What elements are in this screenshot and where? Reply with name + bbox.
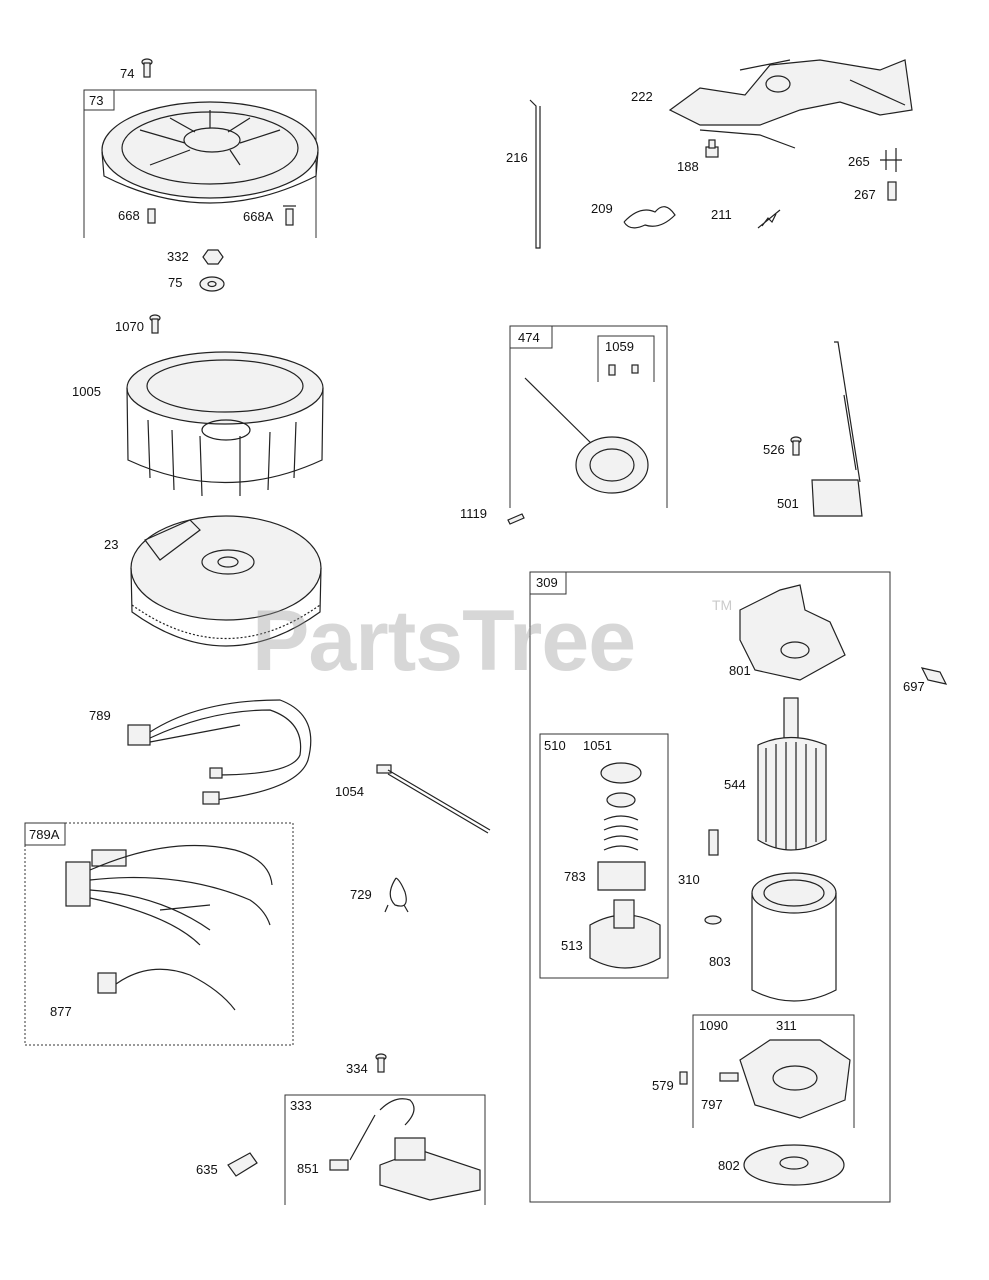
label-803: 803 (709, 954, 731, 969)
box-510 (539, 733, 669, 979)
label-211: 211 (711, 207, 732, 222)
box-333 (284, 1094, 486, 1205)
bracket-501-drawing (811, 341, 863, 517)
screws-1059-drawing (608, 364, 639, 376)
brush-holder-1090-drawing (679, 1039, 851, 1119)
cap-635-drawing (227, 1152, 258, 1177)
label-802: 802 (718, 1158, 740, 1173)
label-1054: 1054 (335, 784, 364, 799)
pin-668A-drawing (283, 205, 296, 226)
label-544: 544 (724, 777, 746, 792)
bolt-697-drawing (920, 667, 948, 685)
plate-802-drawing (743, 1144, 845, 1186)
label-222: 222 (631, 89, 653, 104)
box-73 (83, 89, 317, 238)
nut-332-drawing (202, 249, 224, 265)
label-1005: 1005 (72, 384, 101, 399)
label-267: 267 (854, 187, 876, 202)
spring-209-drawing (623, 206, 676, 229)
label-789A: 789A (29, 827, 60, 842)
label-501: 501 (777, 496, 799, 511)
sleeve-510-drawing (589, 762, 661, 969)
label-334: 334 (346, 1061, 368, 1076)
label-1090: 1090 (699, 1018, 728, 1033)
box-309-tag (529, 571, 567, 595)
label-333: 333 (290, 1098, 312, 1113)
box-474-tag (509, 325, 553, 349)
label-75: 75 (168, 275, 183, 290)
flywheel-23-drawing (130, 515, 322, 647)
box-789A-tag (24, 822, 66, 846)
bolt-526-drawing (790, 436, 802, 456)
label-216: 216 (506, 150, 528, 165)
label-697: 697 (903, 679, 925, 694)
label-877: 877 (50, 1004, 72, 1019)
label-789: 789 (89, 708, 111, 723)
label-635: 635 (196, 1162, 218, 1177)
sensor-474-drawing (524, 377, 649, 494)
watermark: PartsTree (252, 593, 636, 689)
bracket-222-drawing (668, 59, 913, 149)
screw-267-drawing (887, 181, 897, 201)
housing-803-drawing (751, 872, 837, 1002)
fan-cover-73-drawing (101, 101, 319, 204)
label-1119: 1119 (460, 506, 487, 521)
bolt-334-drawing (375, 1053, 387, 1073)
harness-789-drawing (127, 699, 312, 805)
box-73-tag (83, 89, 115, 111)
label-332: 332 (167, 249, 189, 264)
armature-544-drawing (757, 697, 827, 851)
label-474: 474 (518, 330, 540, 345)
tie-1054-drawing (376, 764, 491, 834)
label-310: 310 (678, 872, 700, 887)
label-801: 801 (729, 663, 751, 678)
pin-310-drawing (704, 829, 722, 925)
label-1070: 1070 (115, 319, 144, 334)
label-526: 526 (763, 442, 785, 457)
fan-1005-drawing (126, 351, 324, 497)
link-265-drawing (880, 148, 902, 172)
box-1090 (692, 1014, 855, 1128)
bolt-74-drawing (141, 58, 153, 78)
coil-333-drawing (349, 1098, 481, 1201)
pin-668-drawing (147, 208, 156, 224)
screw-1119-drawing (507, 513, 525, 525)
label-23: 23 (104, 537, 119, 552)
plug-851-drawing (329, 1159, 349, 1171)
box-789A (24, 822, 294, 1046)
label-1051: 1051 (583, 738, 612, 753)
label-513: 513 (561, 938, 583, 953)
label-668A: 668A (243, 209, 274, 224)
label-188: 188 (677, 159, 699, 174)
label-797: 797 (701, 1097, 723, 1112)
harness-789A-drawing (65, 844, 273, 1011)
rod-216-drawing (529, 99, 541, 249)
label-729: 729 (350, 887, 372, 902)
label-73: 73 (89, 93, 104, 108)
trademark: TM (712, 597, 733, 613)
bracket-801-drawing (739, 584, 846, 681)
box-1059 (597, 335, 655, 382)
label-851: 851 (297, 1161, 319, 1176)
box-309 (529, 571, 891, 1203)
label-783: 783 (564, 869, 586, 884)
clip-729-drawing (384, 877, 409, 913)
washer-75-drawing (199, 276, 225, 292)
label-265: 265 (848, 154, 870, 169)
bolt-188-drawing (705, 139, 719, 158)
label-74: 74 (120, 66, 135, 81)
label-668: 668 (118, 208, 140, 223)
label-579: 579 (652, 1078, 674, 1093)
label-209: 209 (591, 201, 613, 216)
label-1059: 1059 (605, 339, 634, 354)
spring-211-drawing (757, 209, 781, 229)
label-309: 309 (536, 575, 558, 590)
label-311: 311 (776, 1018, 797, 1033)
bolt-1070-drawing (149, 314, 161, 334)
label-510: 510 (544, 738, 566, 753)
box-474 (509, 325, 668, 508)
